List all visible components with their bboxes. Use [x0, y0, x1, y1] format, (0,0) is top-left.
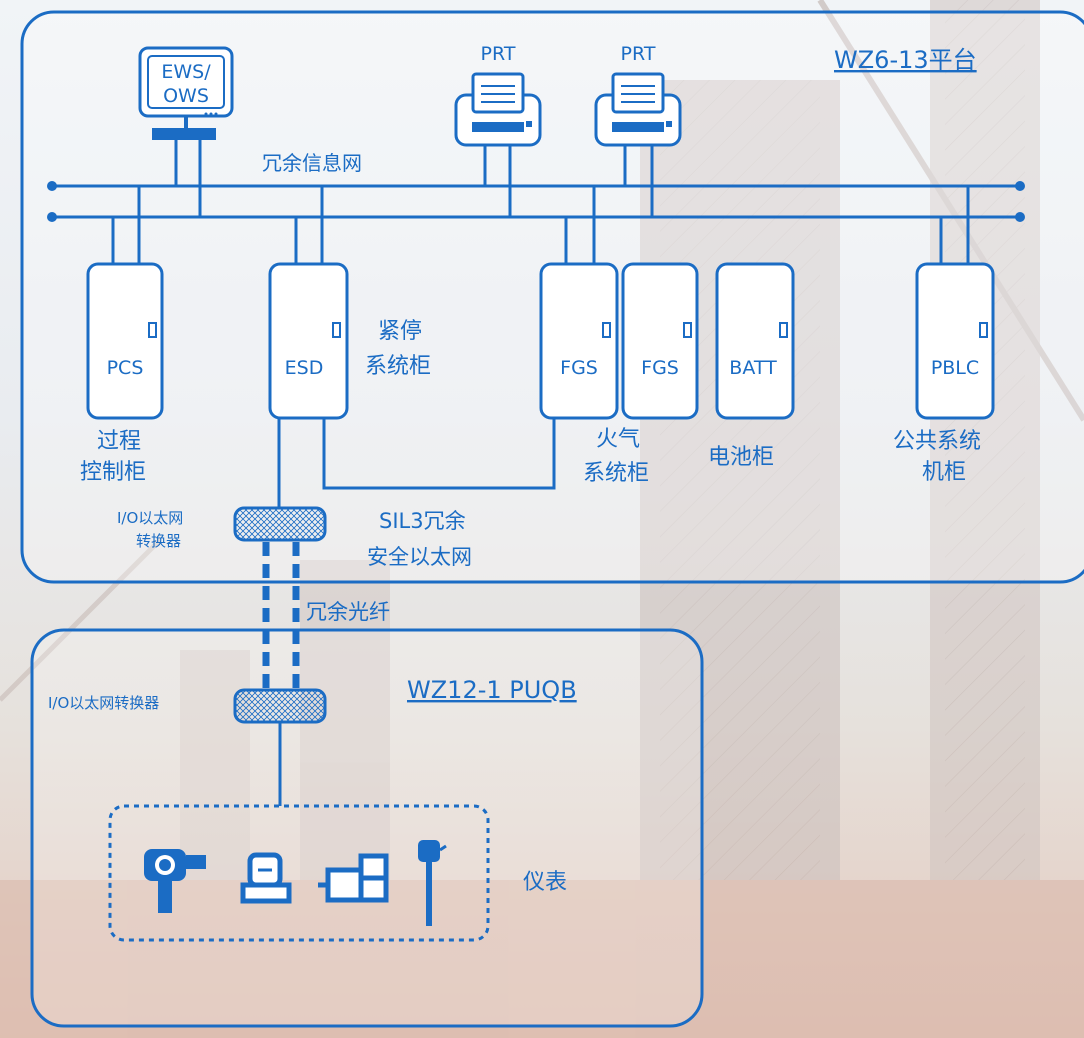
cabinet-pblc-label: PBLC — [931, 357, 979, 379]
sil3-label-line2: 安全以太网 — [367, 545, 472, 569]
caption-pcs-line1: 过程 — [97, 429, 141, 454]
fiber-label: 冗余光纤 — [306, 600, 390, 624]
converter-bottom-label: I/O以太网转换器 — [48, 694, 159, 712]
cabinet-icon — [541, 264, 617, 418]
workstation-label-line1: EWS/ — [161, 61, 211, 83]
caption-fgs-line1: 火气 — [596, 427, 640, 452]
flow-meter-icon — [243, 855, 289, 901]
cabinet-fgs1-label: FGS — [560, 357, 598, 379]
caption-pblc-line1: 公共系统 — [893, 429, 981, 454]
cabinet-fgs2-label: FGS — [641, 357, 679, 379]
caption-esd-line2: 系统柜 — [365, 354, 431, 379]
caption-esd-line1: 紧停 — [378, 319, 422, 344]
cabinet-pcs-label: PCS — [107, 357, 144, 379]
ethernet-converter-icon — [235, 690, 325, 722]
converter-top-line1: I/O以太网 — [117, 509, 183, 527]
cabinet-icon — [88, 264, 162, 418]
platform-title: WZ6-13平台 — [834, 46, 977, 74]
workstation-label-line2: OWS — [163, 85, 209, 107]
ethernet-converter-icon — [235, 508, 325, 540]
cabinet-batt-label: BATT — [729, 357, 777, 379]
cabinet-esd-label: ESD — [285, 357, 324, 379]
network-label: 冗余信息网 — [262, 151, 362, 175]
cabinet-icon — [717, 264, 793, 418]
caption-pcs-line2: 控制柜 — [80, 460, 146, 485]
remote-title: WZ12-1 PUQB — [407, 676, 577, 704]
sil3-label-line1: SIL3冗余 — [379, 509, 466, 533]
cabinet-icon — [917, 264, 993, 418]
cabinet-icon — [623, 264, 697, 418]
caption-fgs-line2: 系统柜 — [583, 461, 649, 486]
printer-label-2: PRT — [621, 43, 656, 65]
instruments-label: 仪表 — [523, 870, 567, 895]
remote-panel — [32, 630, 702, 1026]
converter-top-line2: 转换器 — [136, 532, 181, 550]
caption-batt: 电池柜 — [708, 445, 774, 470]
cabinet-icon — [270, 264, 347, 418]
caption-pblc-line2: 机柜 — [922, 460, 966, 485]
printer-label-1: PRT — [481, 43, 516, 65]
